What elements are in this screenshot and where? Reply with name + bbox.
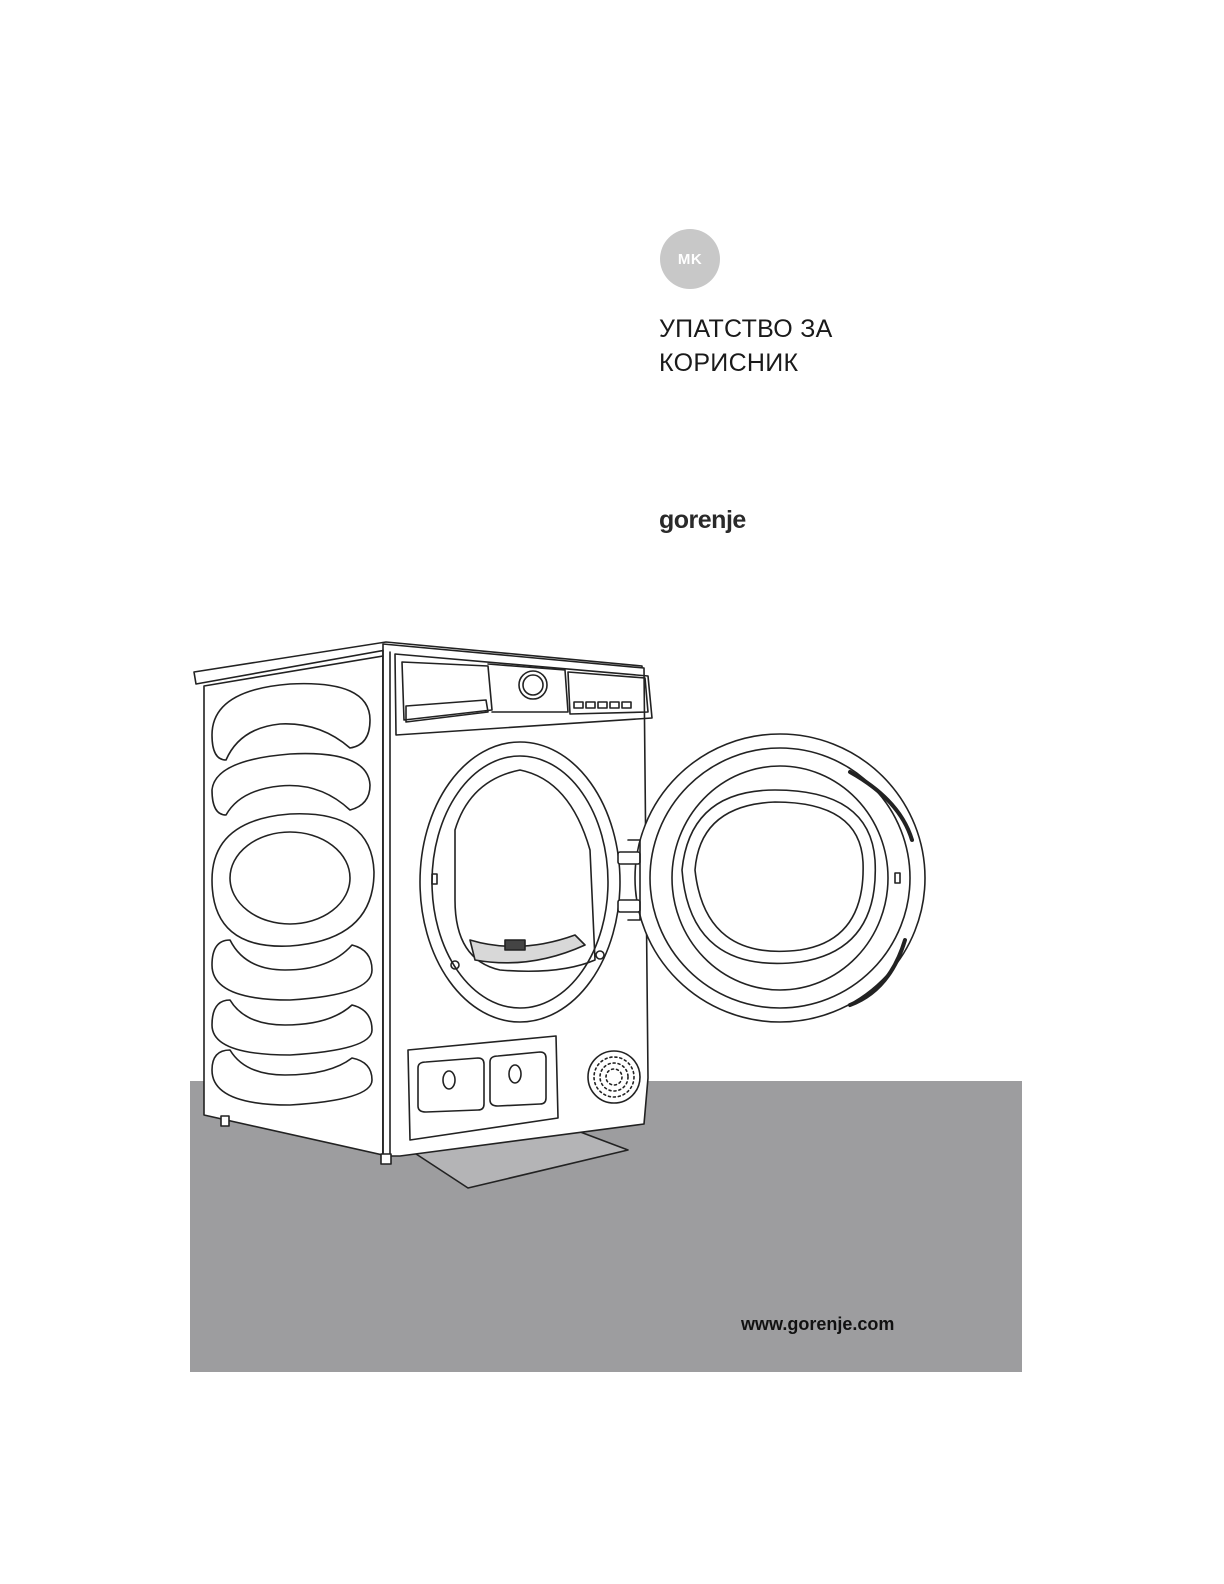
document-title: УПАТСТВО ЗА КОРИСНИК bbox=[659, 312, 1059, 380]
program-dial bbox=[519, 671, 547, 699]
website-url[interactable]: www.gorenje.com bbox=[741, 1314, 894, 1335]
title-line-2: КОРИСНИК bbox=[659, 346, 1059, 380]
door-opening bbox=[420, 742, 620, 1022]
open-door bbox=[635, 734, 925, 1022]
dryer-front-panel bbox=[383, 644, 648, 1156]
language-badge: MK bbox=[660, 229, 720, 289]
dryer-top bbox=[194, 642, 642, 684]
brand-logo: gorenje bbox=[659, 506, 746, 535]
title-line-1: УПАТСТВО ЗА bbox=[659, 312, 1059, 346]
door-hinges bbox=[618, 840, 640, 920]
control-panel bbox=[395, 654, 652, 735]
floor-background bbox=[190, 1081, 1022, 1372]
side-embossing bbox=[212, 684, 374, 1105]
